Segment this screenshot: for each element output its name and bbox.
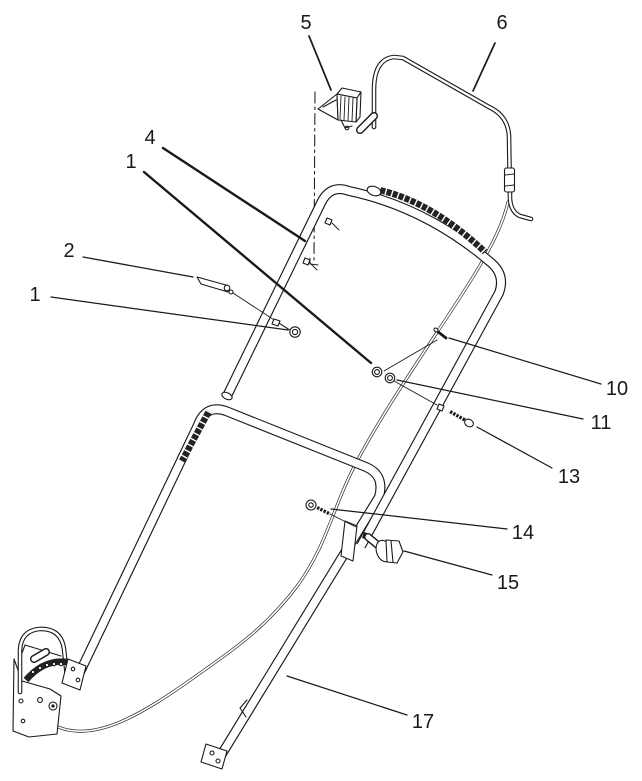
callout-5-label: 5 bbox=[300, 12, 311, 34]
callout-2-label: 2 bbox=[63, 240, 74, 262]
grip-end-cap bbox=[366, 185, 382, 197]
callout-17-leader bbox=[286, 675, 408, 716]
clamp-plate bbox=[340, 520, 358, 562]
lower-handle-left-end bbox=[61, 658, 87, 691]
callout-11-label: 11 bbox=[591, 412, 612, 434]
callout-1-upper-label: 1 bbox=[125, 151, 136, 173]
flange-nut-center bbox=[371, 366, 383, 378]
lower-handle-right-end bbox=[200, 743, 228, 770]
carriage-bolt bbox=[305, 499, 357, 528]
upper-handle bbox=[221, 184, 506, 549]
callout-13-leader bbox=[476, 426, 553, 469]
callout-10-label: 10 bbox=[606, 378, 628, 400]
fasteners bbox=[196, 276, 474, 564]
callout-14-leader bbox=[330, 508, 508, 530]
callout-15-label: 15 bbox=[497, 572, 519, 594]
callout-5-leader bbox=[308, 35, 332, 91]
callout-15-leader bbox=[403, 550, 493, 576]
switch-connector bbox=[317, 87, 362, 131]
callout-1-lower-label: 1 bbox=[29, 284, 40, 306]
handle-grip bbox=[378, 186, 488, 255]
tube-open-end bbox=[221, 391, 233, 401]
lower-handle-sleeve bbox=[179, 409, 212, 463]
flange-nut-left bbox=[271, 318, 301, 338]
callout-17-label: 17 bbox=[412, 711, 434, 733]
callout-14-label: 14 bbox=[512, 522, 534, 544]
handle-stud bbox=[302, 257, 311, 266]
callout-4-leader bbox=[161, 146, 307, 243]
callout-11-leader bbox=[396, 379, 584, 420]
pin bbox=[383, 327, 448, 372]
knob bbox=[362, 532, 404, 564]
lower-handle-tab bbox=[239, 699, 248, 718]
callout-4-label: 4 bbox=[144, 127, 155, 149]
control-bail bbox=[356, 54, 534, 222]
bracket-plate bbox=[12, 658, 62, 738]
callout-13-label: 13 bbox=[558, 466, 580, 488]
callout-6-label: 6 bbox=[496, 12, 507, 34]
callout-6-leader bbox=[472, 42, 496, 92]
lower-handle bbox=[61, 404, 386, 770]
flange-nut-right bbox=[384, 372, 438, 406]
bail-sleeve bbox=[503, 167, 516, 193]
control-cable bbox=[56, 200, 510, 733]
callout-2-leader bbox=[82, 256, 194, 278]
callout-10-leader bbox=[448, 337, 602, 385]
bolt bbox=[436, 403, 474, 428]
centerline bbox=[309, 91, 319, 266]
callout-1-lower-leader bbox=[50, 296, 289, 331]
callout-1-upper-leader bbox=[142, 170, 373, 365]
handle-bracket bbox=[12, 626, 70, 738]
handle-stud bbox=[324, 217, 333, 226]
switch-bracket bbox=[317, 93, 339, 121]
cable-tie bbox=[196, 276, 289, 330]
